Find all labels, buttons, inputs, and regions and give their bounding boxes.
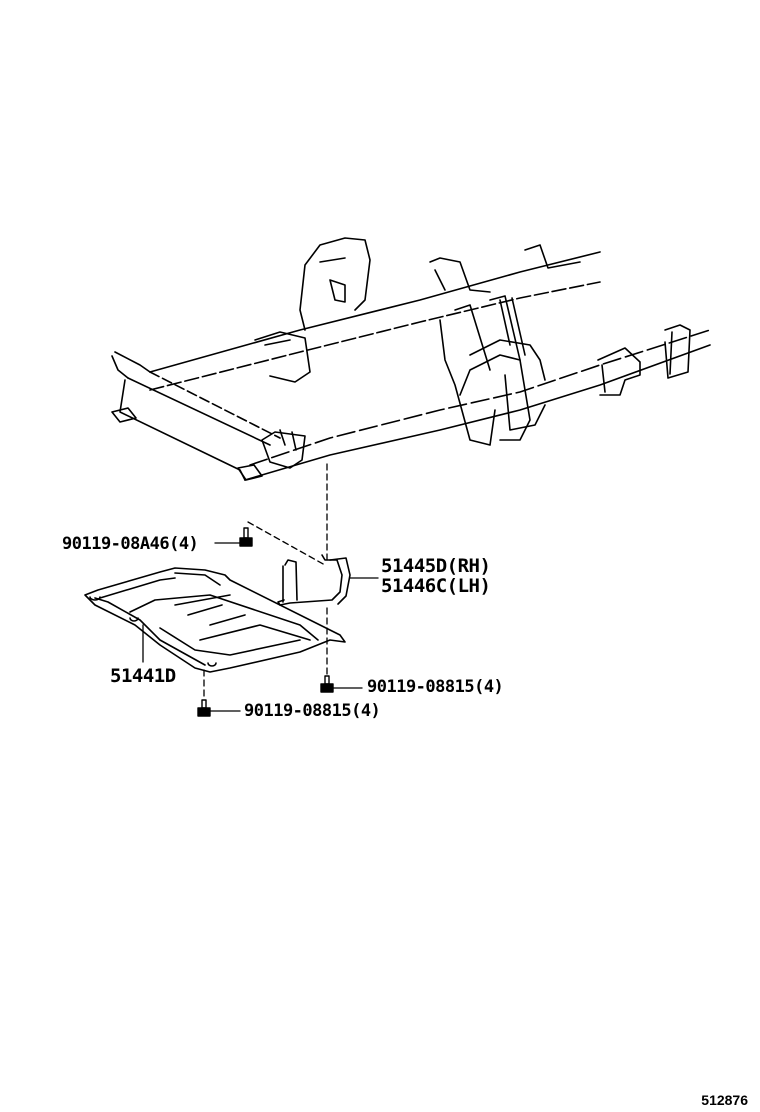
callout-bracket-rh[interactable]: 51445D(RH) <box>381 555 491 577</box>
callout-bolt-lower[interactable]: 90119-08815(4) <box>244 701 381 721</box>
callout-bolt-right[interactable]: 90119-08815(4) <box>367 677 504 697</box>
bracket-part <box>277 554 351 606</box>
bolt-icon-right <box>320 675 363 693</box>
callout-bracket-lh[interactable]: 51446C(LH) <box>381 575 491 597</box>
illustration-code: 512876 <box>701 1092 748 1108</box>
leader-bolt-upper-dash <box>247 521 326 566</box>
bolt-icon-upper <box>214 527 253 547</box>
callout-bolt-upper[interactable]: 90119-08A46(4) <box>62 534 199 554</box>
callout-under-cover[interactable]: 51441D <box>110 665 176 687</box>
under-cover-part <box>84 567 346 673</box>
vehicle-frame <box>111 237 711 481</box>
bolt-icon-lower <box>197 699 241 717</box>
